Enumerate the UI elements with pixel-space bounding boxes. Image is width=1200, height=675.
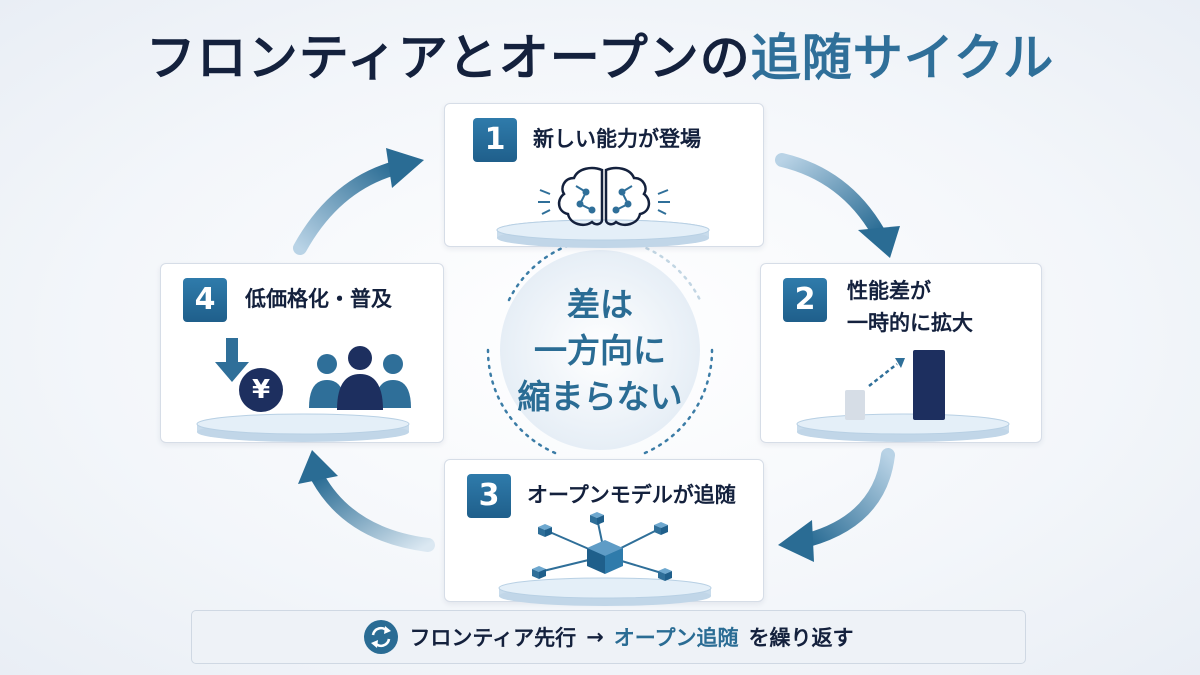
step-4-platform (196, 413, 410, 442)
price-down-arrow-icon (215, 338, 249, 382)
step-2-card: 2 性能差が 一時的に拡大 (760, 263, 1042, 443)
center-line-2: 一方向に (534, 331, 666, 370)
network-cubes-icon (532, 512, 672, 581)
step-3-number: 3 (467, 474, 511, 518)
footer-arrow: → (586, 625, 604, 649)
page-title: フロンティアとオープンの追随サイクル (0, 18, 1200, 90)
step-1-platform (496, 219, 710, 248)
step-1-number: 1 (473, 118, 517, 162)
growth-bars-icon (845, 350, 945, 420)
arrow-3-to-4 (298, 450, 435, 552)
step-3-label: オープンモデルが追随 (527, 483, 736, 507)
footer-open-text: オープン追随 (613, 626, 739, 650)
step-4-number: 4 (183, 278, 227, 322)
center-message: 差は 一方向に 縮まらない (505, 282, 695, 420)
step-4-label: 低価格化・普及 (245, 287, 392, 311)
step-1-label: 新しい能力が登場 (533, 127, 701, 151)
footer-frontier-text: フロンティア先行 (409, 626, 577, 650)
footer-banner: フロンティア先行 → オープン追随 を繰り返す (191, 610, 1026, 664)
refresh-icon (364, 620, 399, 654)
footer-repeat-text: を繰り返す (748, 626, 854, 650)
title-part1: フロンティアとオープンの (145, 29, 751, 87)
center-cube (587, 540, 623, 574)
arrow-1-to-2 (775, 153, 900, 258)
people-group-icon (309, 346, 411, 410)
center-line-1: 差は (567, 285, 633, 324)
step-1-card: 1 新しい能力が登場 (444, 103, 764, 248)
step-4-card: 4 低価格化・普及 ¥ (160, 263, 444, 443)
yen-symbol: ¥ (251, 375, 271, 405)
step-3-card: 3 オープンモデルが追随 (444, 459, 764, 606)
title-part2: 追随サイクル (750, 29, 1055, 87)
arrow-2-to-3 (778, 448, 895, 562)
step-3-platform (498, 577, 712, 606)
step-2-label-line2: 一時的に拡大 (847, 311, 973, 335)
yen-coin-icon: ¥ (239, 368, 283, 412)
step-2-number: 2 (783, 278, 827, 322)
brain-icon (538, 166, 670, 226)
arrow-4-to-1 (293, 148, 424, 255)
step-2-label-line1: 性能差が (847, 279, 931, 303)
center-line-3: 縮まらない (517, 377, 683, 416)
